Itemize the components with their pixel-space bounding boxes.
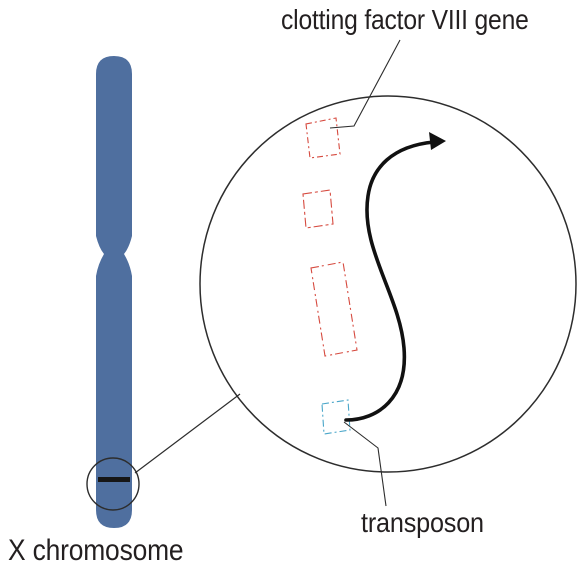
gene-segment-3 — [311, 262, 357, 356]
movement-arrow — [346, 142, 434, 420]
arrow-head — [429, 132, 446, 150]
transposon-segment — [322, 400, 350, 434]
x-chromosome-body — [96, 56, 132, 528]
zoom-connector-line — [135, 394, 240, 473]
gene-leader-line — [330, 40, 400, 128]
transposon-label: transposon — [361, 507, 484, 539]
chromosome-band — [98, 477, 130, 482]
gene-segment-1 — [306, 118, 340, 158]
transposon-leader-line — [344, 422, 386, 506]
gene-segment-2 — [303, 190, 333, 228]
chromosome-label: X chromosome — [8, 534, 183, 568]
gene-label: clotting factor VIII gene — [281, 4, 529, 36]
gene-segments — [303, 118, 357, 356]
